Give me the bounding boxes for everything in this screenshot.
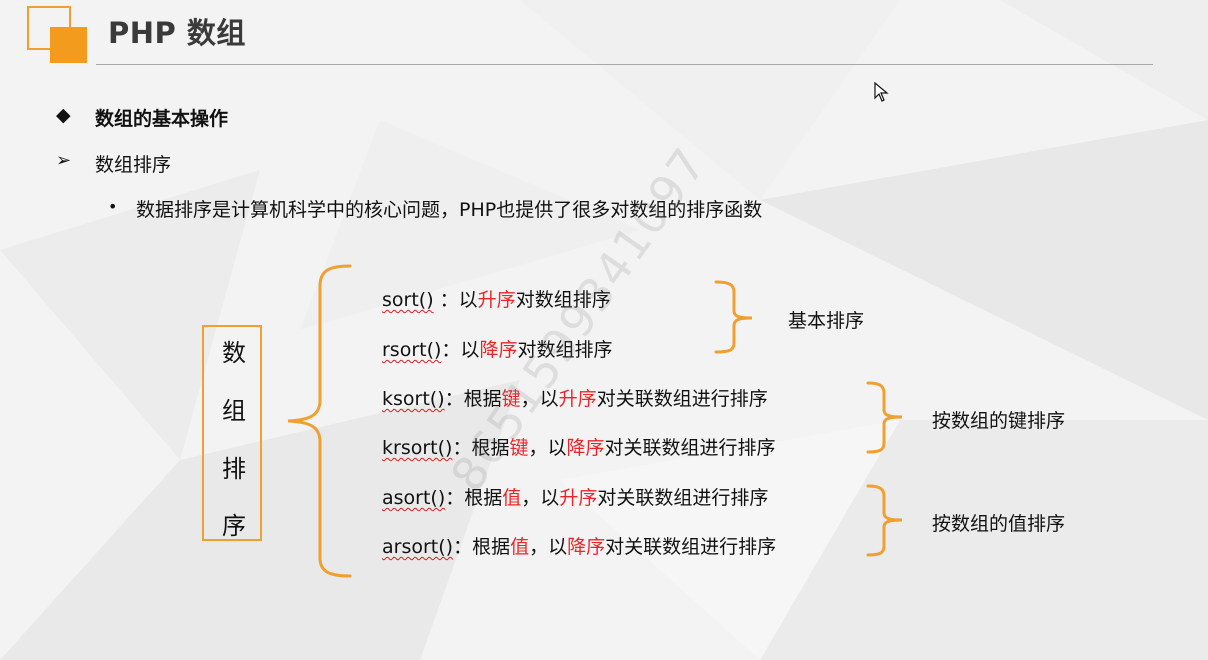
highlight-key: 键 [501,388,521,410]
logo-filled-square [50,27,87,63]
highlight-order: 升序 [559,487,598,509]
sort-function-line: rsort()：以降序对数组排序 [382,335,612,362]
function-name: asort() [382,487,446,509]
function-name: rsort() [382,339,442,361]
highlight-order: 降序 [479,339,518,361]
group-label-basic: 基本排序 [788,310,865,332]
highlight-order: 降序 [566,437,605,459]
brace-value-sort [866,484,903,557]
highlight-key: 值 [502,487,522,509]
line-text: ，以 [528,437,567,459]
line-text: ：根据 [444,388,502,410]
highlight-order: 升序 [477,289,516,311]
arrow-bullet-icon: ➢ [56,150,72,171]
line-text: 对关联数组进行排序 [605,536,777,558]
brace-basic-sort [714,280,753,354]
line-text: ：以 [441,339,480,361]
line-text: ：根据 [453,536,511,558]
main-brace [287,264,352,578]
highlight-order: 降序 [567,536,606,558]
function-name: krsort() [382,437,453,459]
line-text: 对关联数组进行排序 [604,437,776,459]
vertical-label-char: 序 [222,512,246,540]
function-name: arsort() [382,536,454,558]
group-label-key: 按数组的键排序 [932,410,1066,432]
highlight-order: 升序 [558,388,597,410]
title-divider [96,64,1153,65]
sort-function-line: arsort()：根据值，以降序对关联数组进行排序 [382,532,776,559]
mouse-cursor-icon [874,82,889,102]
line-text: 对数组排序 [517,339,613,361]
subsection-heading: 数组排序 [95,154,172,176]
line-text: ，以 [529,536,568,558]
brace-key-sort [866,381,903,454]
function-name: ksort() [382,388,445,410]
line-text: 对关联数组进行排序 [597,487,769,509]
vertical-label-char: 组 [222,397,246,425]
sort-function-line: krsort()：根据键，以降序对关联数组进行排序 [382,433,776,460]
line-text: ，以 [520,388,559,410]
line-text: 对数组排序 [515,289,611,311]
function-name: sort() [382,289,434,311]
line-text: ：以 [433,289,478,311]
slide-title: PHP 数组 [108,16,246,50]
vertical-label-box: 数 组 排 序 [202,325,262,541]
highlight-key: 值 [510,536,530,558]
diamond-bullet-icon: ◆ [56,104,71,126]
sort-function-line: asort()：根据值，以升序对关联数组进行排序 [382,483,768,510]
line-text: 对关联数组进行排序 [596,388,768,410]
line-text: ：根据 [445,487,503,509]
section-heading: 数组的基本操作 [95,108,229,130]
sort-function-line: sort() ：以升序对数组排序 [382,285,611,312]
highlight-key: 键 [509,437,529,459]
vertical-label-char: 排 [222,455,246,483]
group-label-value: 按数组的值排序 [932,513,1066,535]
intro-text: 数据排序是计算机科学中的核心问题，PHP也提供了很多对数组的排序函数 [136,199,763,221]
sort-function-line: ksort()：根据键，以升序对关联数组进行排序 [382,384,768,411]
vertical-label-char: 数 [222,339,246,367]
dot-bullet-icon: • [108,197,118,216]
line-text: ，以 [521,487,560,509]
line-text: ：根据 [452,437,510,459]
